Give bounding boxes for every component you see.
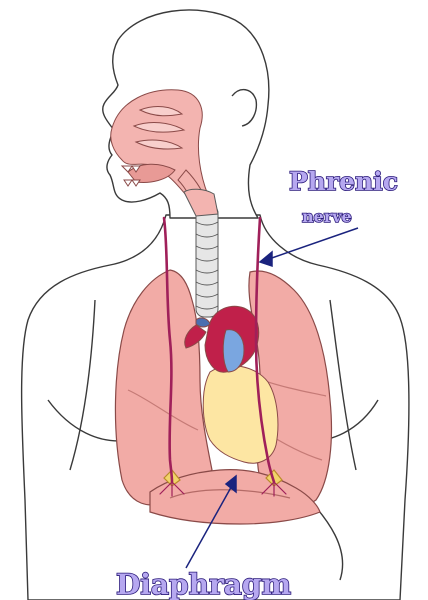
diaphragm-label: Diaphragm xyxy=(116,568,291,600)
phrenic-label: Phrenic xyxy=(289,167,398,196)
phrenic-arrow-line xyxy=(266,228,358,260)
nerve-label: nerve xyxy=(302,207,352,226)
